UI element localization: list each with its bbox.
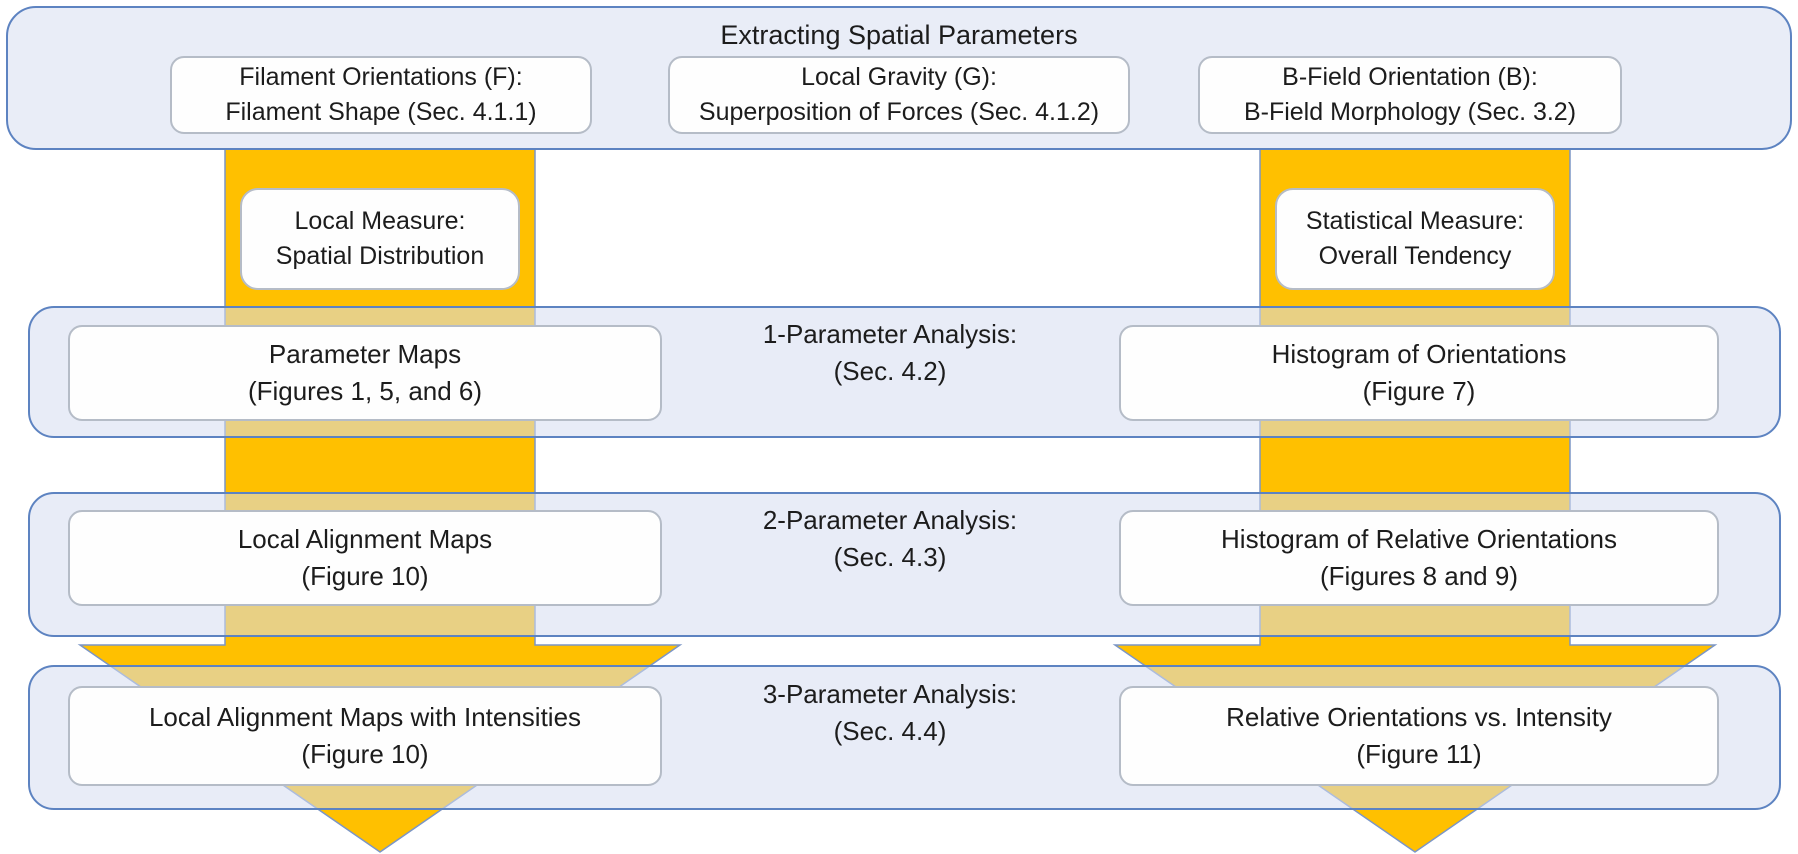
text-line: Local Alignment Maps: [237, 524, 493, 554]
text-line: Relative Orientations vs. Intensity: [1226, 702, 1612, 732]
arrow-label-local-measure: Local Measure: Spatial Distribution: [240, 188, 520, 290]
text-line: Parameter Maps: [268, 339, 462, 369]
text-line: 1-Parameter Analysis:: [762, 319, 1018, 349]
text-line: Overall Tendency: [1318, 242, 1512, 270]
text-line: Filament Orientations (F):: [239, 63, 523, 91]
text-line: (Figure 11): [1356, 739, 1482, 769]
text-line: Superposition of Forces (Sec. 4.1.2): [698, 98, 1100, 126]
band-2-left-box-local-alignment-maps: Local Alignment Maps (Figure 10): [68, 510, 662, 606]
band-2-right-box-histogram-relative-orientations: Histogram of Relative Orientations (Figu…: [1119, 510, 1719, 606]
text-line: (Figure 10): [301, 739, 429, 769]
text-line: (Sec. 4.4): [833, 716, 947, 746]
text-line: B-Field Orientation (B):: [1282, 63, 1538, 91]
text-line: 3-Parameter Analysis:: [762, 679, 1018, 709]
text-line: 2-Parameter Analysis:: [762, 505, 1018, 535]
text-line: Spatial Distribution: [275, 242, 485, 270]
text-line: Local Measure:: [294, 207, 466, 235]
band-3-right-box-relative-orientations-intensity: Relative Orientations vs. Intensity (Fig…: [1119, 686, 1719, 786]
band-2-center-label: 2-Parameter Analysis: (Sec. 4.3): [690, 502, 1090, 576]
text-line: Histogram of Relative Orientations: [1221, 524, 1617, 554]
text-line: (Sec. 4.3): [833, 542, 947, 572]
top-box-local-gravity: Local Gravity (G): Superposition of Forc…: [668, 56, 1130, 134]
band-3-left-box-alignment-maps-intensities: Local Alignment Maps with Intensities (F…: [68, 686, 662, 786]
text-line: Histogram of Orientations: [1271, 339, 1567, 369]
text-line: (Sec. 4.2): [833, 356, 947, 386]
text-line: (Figure 7): [1362, 376, 1476, 406]
text-line: Local Gravity (G):: [801, 63, 997, 91]
band-1-center-label: 1-Parameter Analysis: (Sec. 4.2): [690, 316, 1090, 390]
text-line: Local Alignment Maps with Intensities: [148, 702, 582, 732]
text-line: (Figures 1, 5, and 6): [247, 376, 483, 406]
top-box-bfield-orientation: B-Field Orientation (B): B-Field Morphol…: [1198, 56, 1622, 134]
band-1-right-box-histogram-orientations: Histogram of Orientations (Figure 7): [1119, 325, 1719, 421]
band-1-left-box-parameter-maps: Parameter Maps (Figures 1, 5, and 6): [68, 325, 662, 421]
text-line: Filament Shape (Sec. 4.1.1): [225, 98, 537, 126]
text-line: B-Field Morphology (Sec. 3.2): [1243, 98, 1577, 126]
diagram-title: Extracting Spatial Parameters: [720, 20, 1078, 50]
text-line: (Figure 10): [301, 561, 429, 591]
top-box-filament-orientations: Filament Orientations (F): Filament Shap…: [170, 56, 592, 134]
band-3-center-label: 3-Parameter Analysis: (Sec. 4.4): [690, 676, 1090, 750]
arrow-label-statistical-measure: Statistical Measure: Overall Tendency: [1275, 188, 1555, 290]
text-line: (Figures 8 and 9): [1320, 561, 1518, 591]
text-line: Statistical Measure:: [1305, 207, 1525, 235]
